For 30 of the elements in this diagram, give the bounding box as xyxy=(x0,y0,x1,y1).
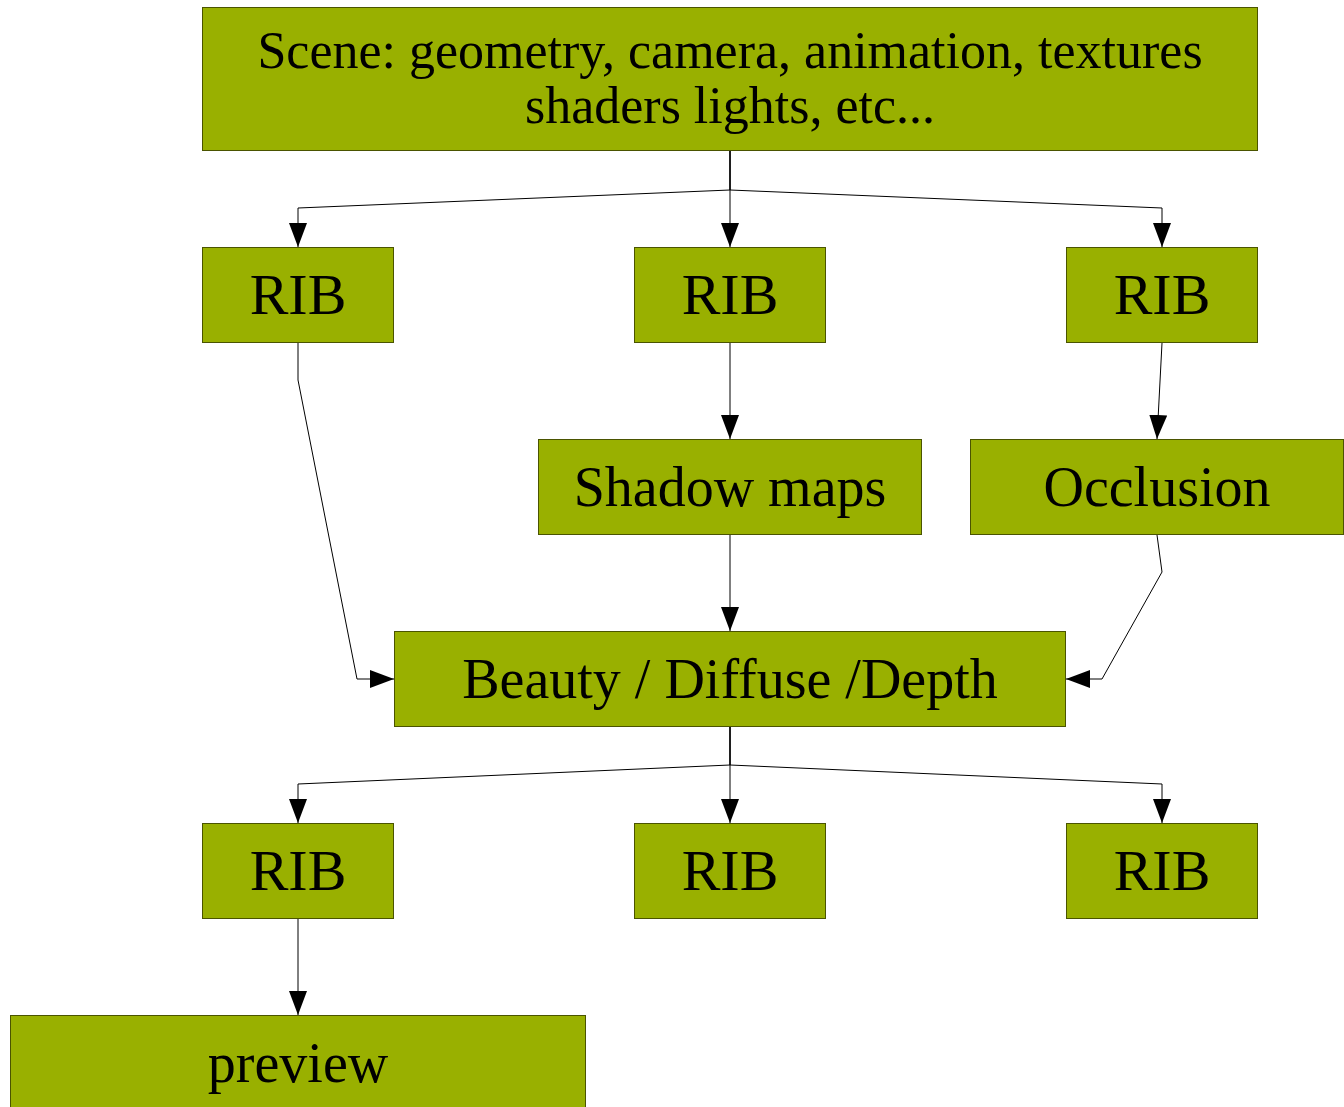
box-label: Shadow maps xyxy=(573,457,887,517)
process-box xyxy=(10,1015,586,1107)
arrow xyxy=(297,342,395,688)
box-label: RIB xyxy=(681,840,779,902)
box-label: preview xyxy=(207,1033,389,1093)
arrow xyxy=(1065,534,1163,688)
process-box xyxy=(634,247,826,343)
arrow xyxy=(729,726,1171,824)
process-box xyxy=(538,439,922,535)
process-box xyxy=(202,7,1258,151)
process-box xyxy=(394,631,1066,727)
arrow xyxy=(729,150,1171,248)
box-label: RIB xyxy=(681,264,779,326)
arrow xyxy=(289,918,307,1016)
arrow xyxy=(1149,342,1168,440)
arrow xyxy=(721,342,739,440)
box-label: Scene: geometry, camera, animation, textures shaders lights, etc... xyxy=(256,24,1204,134)
process-box xyxy=(634,823,826,919)
process-box xyxy=(970,439,1344,535)
process-box xyxy=(1066,823,1258,919)
box-label: RIB xyxy=(249,264,347,326)
process-box xyxy=(202,247,394,343)
box-label: Occlusion xyxy=(1043,457,1271,517)
box-label: RIB xyxy=(1113,264,1211,326)
arrow xyxy=(721,534,739,632)
process-box xyxy=(1066,247,1258,343)
process-box xyxy=(202,823,394,919)
box-label: RIB xyxy=(1113,840,1211,902)
box-label: Beauty / Diffuse /Depth xyxy=(462,649,998,709)
box-label: RIB xyxy=(249,840,347,902)
